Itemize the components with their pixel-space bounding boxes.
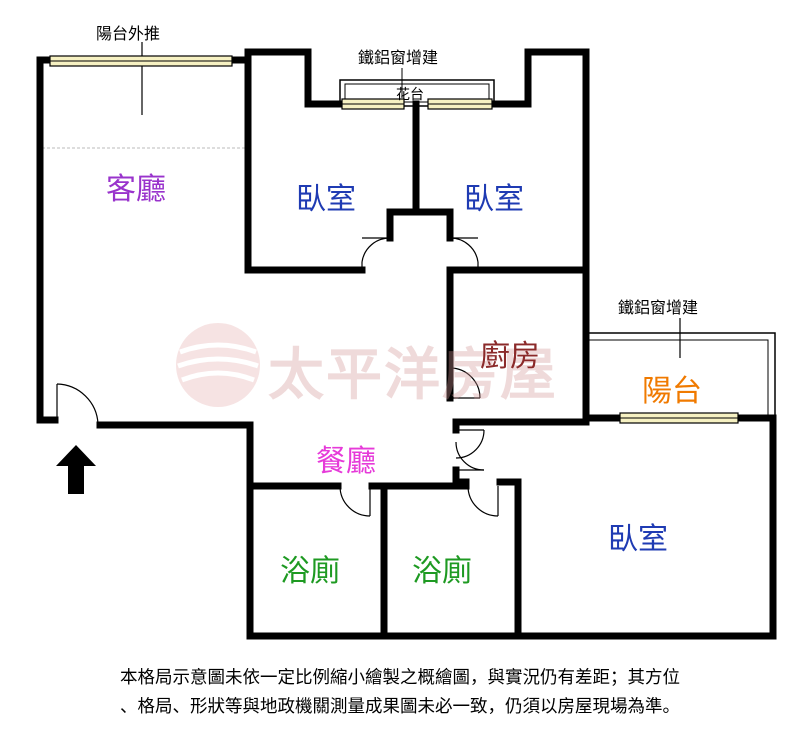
balcony-outline bbox=[588, 332, 776, 418]
note-balcony-push: 陽台外推 bbox=[96, 24, 161, 43]
door-swings bbox=[56, 237, 499, 517]
floor-plan bbox=[36, 42, 777, 640]
room-label-bath-1: 浴廁 bbox=[280, 554, 340, 589]
room-label-balcony: 陽台 bbox=[642, 374, 702, 409]
disclaimer-line-1: 本格局示意圖未依一定比例縮小繪製之概繪圖，與實況仍有差距；其方位 bbox=[120, 668, 680, 688]
note-window-top: 鐵鋁窗增建 bbox=[358, 48, 439, 67]
disclaimer-line-2: 、格局、形狀等與地政機關測量成果圖未必一致，仍須以房屋現場為準。 bbox=[120, 697, 680, 717]
note-window-right: 鐵鋁窗增建 bbox=[618, 298, 699, 317]
room-label-bedroom-3: 臥室 bbox=[608, 522, 668, 557]
room-label-living: 客廳 bbox=[106, 172, 166, 207]
room-label-dining: 餐廳 bbox=[316, 444, 376, 479]
balcony-outline-inner bbox=[588, 339, 769, 418]
walls bbox=[36, 48, 777, 640]
room-label-kitchen: 廚房 bbox=[480, 339, 540, 374]
windows bbox=[49, 55, 739, 424]
room-label-bath-2: 浴廁 bbox=[412, 554, 472, 589]
entrance-arrow-icon bbox=[56, 445, 96, 494]
disclaimer: 本格局示意圖未依一定比例縮小繪製之概繪圖，與實況仍有差距；其方位 、格局、形狀等… bbox=[8, 664, 792, 722]
room-label-bedroom-2: 臥室 bbox=[464, 182, 524, 217]
watermark-text: 太平洋房屋 bbox=[268, 342, 558, 408]
company-logo-icon bbox=[176, 323, 260, 407]
room-label-bedroom-1: 臥室 bbox=[296, 182, 356, 217]
note-planter: 花台 bbox=[396, 87, 424, 103]
